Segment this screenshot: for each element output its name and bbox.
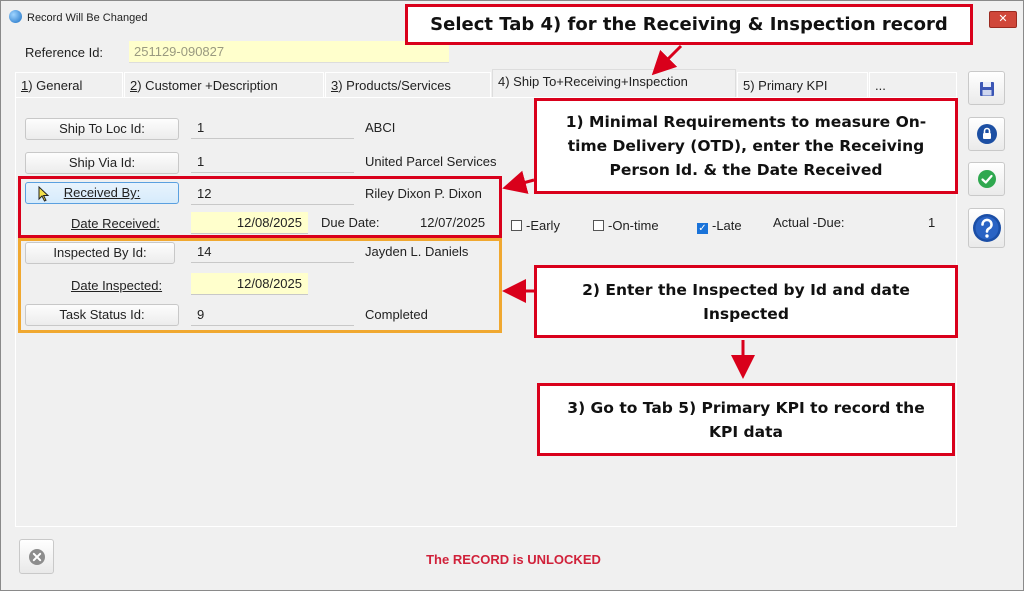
arrow-to-tab4 [651,44,683,76]
lock-icon [977,124,997,144]
task-status-button[interactable]: Task Status Id: [25,304,179,326]
due-date-value: 12/07/2025 [420,215,486,230]
record-unlocked-status: The RECORD is UNLOCKED [426,552,601,567]
received-by-field[interactable]: 12 [191,183,354,205]
ontime-checkbox[interactable]: -On-time [593,218,659,233]
callout-primary-kpi: 3) Go to Tab 5) Primary KPI to record th… [537,383,955,456]
due-date-label: Due Date: [321,215,380,230]
late-checkbox-box[interactable]: ✓ [697,223,708,234]
tab-customer-description[interactable]: 2) Customer +Description [124,72,324,97]
received-by-button[interactable]: Received By: [25,182,179,204]
inspection-highlight-box [18,238,502,333]
task-status-desc: Completed [365,307,428,322]
app-icon [9,10,22,23]
tab-more[interactable]: ... [869,72,957,97]
date-received-label: Date Received: [71,216,160,231]
date-received-field[interactable]: 12/08/2025 [191,212,308,234]
cancel-icon [29,549,45,565]
floppy-disk-icon [980,82,994,96]
ship-via-field[interactable]: 1 [191,151,354,173]
tab-general[interactable]: 1) General [15,72,123,97]
ship-to-loc-desc: ABCI [365,120,396,135]
mouse-cursor-icon [38,186,50,202]
ship-via-desc: United Parcel Services [365,154,497,169]
receiving-highlight-box [18,176,502,238]
reference-id-field[interactable]: 251129-090827 [129,41,449,63]
task-status-field[interactable]: 9 [191,304,354,326]
lock-button[interactable] [968,117,1005,151]
callout-inspected-by: 2) Enter the Inspected by Id and date In… [534,265,958,338]
reference-id-label: Reference Id: [25,45,104,60]
check-icon [978,170,996,188]
tab-products-services[interactable]: 3) Products/Services [325,72,491,97]
callout-minimal-requirements: 1) Minimal Requirements to measure On-ti… [534,98,958,194]
actual-due-value: 1 [928,215,936,230]
late-checkbox[interactable]: ✓-Late [697,218,742,234]
ship-to-loc-button[interactable]: Ship To Loc Id: [25,118,179,140]
early-checkbox[interactable]: -Early [511,218,560,233]
callout-select-tab: Select Tab 4) for the Receiving & Inspec… [405,4,973,45]
tab-strip: 1) General 2) Customer +Description 3) P… [15,69,957,98]
tab-ship-to-receiving-inspection[interactable]: 4) Ship To+Receiving+Inspection [492,69,736,98]
received-by-desc: Riley Dixon P. Dixon [365,186,482,201]
ship-to-loc-field[interactable]: 1 [191,117,354,139]
inspected-by-button[interactable]: Inspected By Id: [25,242,175,264]
inspected-by-field[interactable]: 14 [191,241,354,263]
actual-due-label: Actual -Due: [773,215,845,230]
tab-primary-kpi[interactable]: 5) Primary KPI [737,72,868,97]
early-checkbox-box[interactable] [511,220,522,231]
window-title: Record Will Be Changed [27,12,148,24]
inspected-by-desc: Jayden L. Daniels [365,244,469,259]
help-button[interactable] [968,208,1005,248]
save-button[interactable] [968,71,1005,105]
date-inspected-label: Date Inspected: [71,278,163,293]
date-inspected-field[interactable]: 12/08/2025 [191,273,308,295]
ship-via-button[interactable]: Ship Via Id: [25,152,179,174]
confirm-button[interactable] [968,162,1005,196]
cancel-button[interactable] [19,539,54,574]
help-icon [973,214,1001,242]
ontime-checkbox-box[interactable] [593,220,604,231]
close-button[interactable]: ✕ [989,11,1017,28]
